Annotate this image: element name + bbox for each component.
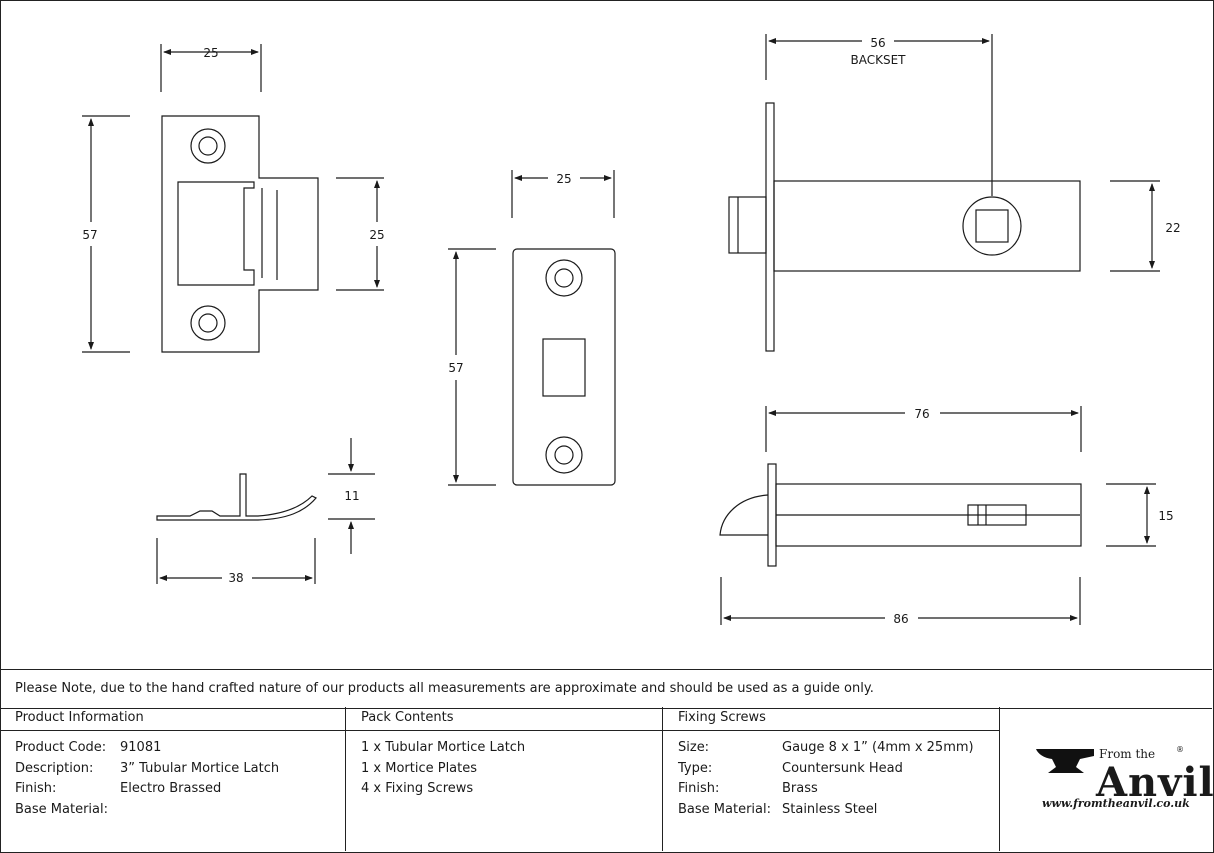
screw-base-material-label: Base Material: xyxy=(678,802,771,817)
pack-item: 1 x Mortice Plates xyxy=(361,761,478,776)
product-information-panel: Product Information Product Code: 91081 … xyxy=(0,707,346,851)
screw-finish-value: Brass xyxy=(782,781,818,796)
keep-width-label: 25 xyxy=(203,46,218,60)
pack-item: 4 x Fixing Screws xyxy=(361,781,474,796)
side-height-label: 11 xyxy=(344,489,359,503)
latch-top-view xyxy=(728,102,1081,352)
description-value: 3” Tubular Mortice Latch xyxy=(120,761,280,776)
finish-value: Electro Brassed xyxy=(120,781,222,796)
latch-side-view xyxy=(719,463,1082,567)
fixing-screws-panel: Fixing Screws Size: Gauge 8 x 1” (4mm x … xyxy=(663,707,1000,851)
product-code-value: 91081 xyxy=(120,740,162,755)
screw-finish-label: Finish: xyxy=(678,781,720,796)
measurement-note: Please Note, due to the hand crafted nat… xyxy=(0,669,1212,709)
striker-keep-front xyxy=(161,115,319,353)
plate-height-label: 57 xyxy=(448,361,463,375)
backset-label: BACKSET xyxy=(850,53,906,67)
logo-registered-mark: ® xyxy=(1176,745,1184,754)
backset-value-label: 56 xyxy=(870,36,885,50)
case-height-label: 22 xyxy=(1165,221,1180,235)
screw-size-value: Gauge 8 x 1” (4mm x 25mm) xyxy=(782,740,974,755)
logo-name: Anvil xyxy=(1096,759,1214,806)
pack-contents-header: Pack Contents xyxy=(361,710,454,725)
fixing-screws-header: Fixing Screws xyxy=(678,710,766,725)
screw-type-label: Type: xyxy=(678,761,713,776)
screw-type-value: Countersunk Head xyxy=(782,761,903,776)
anvil-icon xyxy=(1036,749,1094,773)
pack-item: 1 x Tubular Mortice Latch xyxy=(361,740,526,755)
case-depth-label: 15 xyxy=(1158,509,1173,523)
finish-label: Finish: xyxy=(15,781,57,796)
striker-keep-side xyxy=(156,473,317,521)
plate-width-label: 25 xyxy=(556,172,571,186)
logo-from-text: From the xyxy=(1099,747,1156,761)
product-code-label: Product Code: xyxy=(15,740,107,755)
forend-plate xyxy=(512,248,616,486)
base-material-label: Base Material: xyxy=(15,802,108,817)
technical-drawing: 25 57 25 11 38 25 57 56 BACKSET 22 76 15… xyxy=(82,34,1181,626)
brand-logo-panel: From the ® Anvil www.fromtheanvil.co.uk xyxy=(1000,707,1214,851)
overall-length-label: 86 xyxy=(893,612,908,626)
body-length-label: 76 xyxy=(914,407,929,421)
keep-recess-label: 25 xyxy=(369,228,384,242)
pack-contents-panel: Pack Contents 1 x Tubular Mortice Latch … xyxy=(346,707,663,851)
side-length-label: 38 xyxy=(228,571,243,585)
product-information-header: Product Information xyxy=(15,710,144,725)
screw-base-material-value: Stainless Steel xyxy=(782,802,878,817)
description-label: Description: xyxy=(15,761,94,776)
logo-url: www.fromtheanvil.co.uk xyxy=(1042,797,1190,810)
screw-size-label: Size: xyxy=(678,740,710,755)
note-text: Please Note, due to the hand crafted nat… xyxy=(15,681,874,696)
keep-height-label: 57 xyxy=(82,228,97,242)
